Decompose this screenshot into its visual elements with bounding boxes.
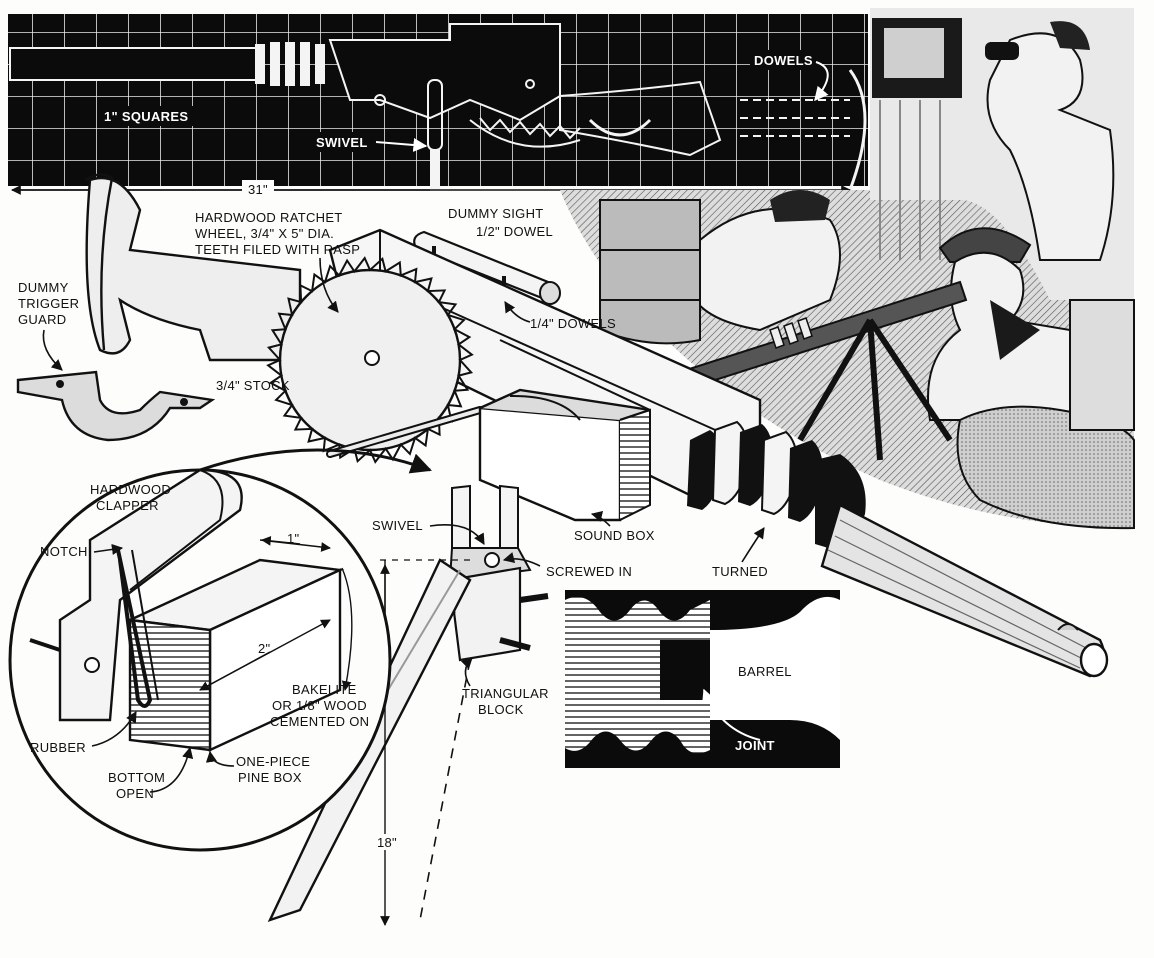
label-length-31: 31"	[248, 182, 268, 197]
label-triangular-1: TRIANGULAR	[462, 686, 549, 701]
label-clapper-2: CLAPPER	[96, 498, 159, 513]
trigger-guard	[16, 370, 216, 442]
barrel-jacket	[687, 420, 866, 550]
label-turned: TURNED	[712, 564, 768, 579]
scene-illustration	[560, 8, 1135, 530]
label-18-inch: 18"	[377, 835, 397, 850]
label-bakelite-3: CEMENTED ON	[270, 714, 369, 729]
label-swivel-mid: SWIVEL	[372, 518, 423, 533]
label-ratchet-3: TEETH FILED WITH RASP	[195, 242, 360, 257]
label-trigger-3: GUARD	[18, 312, 66, 327]
label-trigger-1: DUMMY	[18, 280, 69, 295]
label-screwed-in: SCREWED IN	[546, 564, 632, 579]
labels-layer: HARDWOOD RATCHET WHEEL, 3/4" X 5" DIA. T…	[18, 206, 768, 801]
label-squares: 1" SQUARES	[104, 109, 188, 124]
swivel-assembly	[419, 484, 549, 662]
label-sound-box: SOUND BOX	[574, 528, 655, 543]
label-bakelite-2: OR 1/8" WOOD	[272, 698, 367, 713]
label-joint: JOINT	[735, 738, 775, 753]
label-swivel-top: SWIVEL	[316, 135, 368, 150]
label-sight-1: DUMMY SIGHT	[448, 206, 544, 221]
label-dowels-top: DOWELS	[754, 53, 813, 68]
label-bottom-2: OPEN	[116, 786, 154, 801]
label-pinebox-1: ONE-PIECE	[236, 754, 310, 769]
label-barrel: BARREL	[738, 664, 792, 679]
barrel	[820, 503, 1109, 678]
gun-stock	[85, 173, 302, 362]
ratchet-wheel	[266, 256, 484, 464]
label-sight-2: 1/2" DOWEL	[476, 224, 553, 239]
joint-inset: BARREL JOINT	[565, 590, 840, 768]
label-ratchet-2: WHEEL, 3/4" X 5" DIA.	[195, 226, 334, 241]
label-pinebox-2: PINE BOX	[238, 770, 302, 785]
label-quarter-dowels: 1/4" DOWELS	[530, 316, 616, 331]
label-bottom-1: BOTTOM	[108, 770, 165, 785]
label-clapper-1: HARDWOOD	[90, 482, 171, 497]
label-rubber: RUBBER	[30, 740, 86, 755]
label-ratchet-1: HARDWOOD RATCHET	[195, 210, 343, 225]
grid-plan-panel: 1" SQUARES DOWELS SWIVEL	[8, 14, 868, 191]
label-bakelite-1: BAKELITE	[292, 682, 357, 697]
label-one-inch: 1"	[287, 531, 300, 546]
label-triangular-2: BLOCK	[478, 702, 524, 717]
clapper-detail-circle: 1" 2"	[8, 448, 432, 852]
label-notch: NOTCH	[40, 544, 88, 559]
label-stock: 3/4" STOCK	[216, 378, 290, 393]
label-trigger-2: TRIGGER	[18, 296, 79, 311]
label-two-inch: 2"	[258, 641, 271, 656]
